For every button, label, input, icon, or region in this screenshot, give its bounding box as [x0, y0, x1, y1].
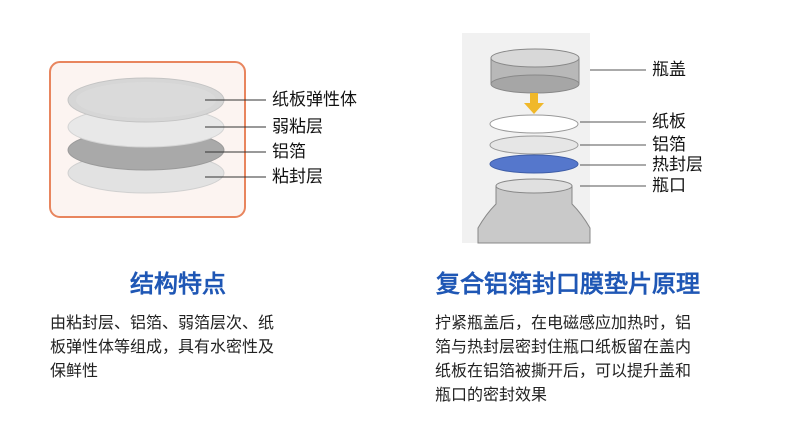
principle-title: 复合铝箔封口膜垫片原理 [436, 270, 700, 298]
structure-title: 结构特点 [130, 270, 226, 298]
label-aluminum-foil: 铝箔 [272, 142, 306, 162]
label-foil: 铝箔 [652, 135, 686, 155]
label-weak-adhesive-layer: 弱粘层 [272, 117, 323, 137]
description-line: 瓶口的密封效果 [435, 385, 548, 404]
description-line: 由粘封层、铝箔、弱箔层次、纸 [50, 313, 275, 332]
description-line: 保鲜性 [50, 361, 99, 380]
description-line: 纸板在铝箔被撕开后，可以提升盖和 [435, 361, 692, 380]
foil-disc [489, 135, 579, 155]
down-arrow-icon [524, 103, 544, 114]
description-line: 板弹性体等组成，具有水密性及 [50, 337, 275, 356]
label-heat-seal-layer: 热封层 [652, 155, 703, 175]
label-bottle-mouth: 瓶口 [652, 176, 686, 196]
heat-seal-disc [489, 154, 579, 174]
label-cap: 瓶盖 [652, 60, 686, 80]
label-cardboard: 纸板 [652, 112, 686, 132]
cap-bottom [490, 74, 580, 94]
label-seal-layer: 粘封层 [272, 167, 323, 187]
principle-description: 拧紧瓶盖后，在电磁感应加热时，铝 箔与热封层密封住瓶口纸板留在盖内 纸板在铝箔被… [435, 311, 775, 407]
description-line: 箔与热封层密封住瓶口纸板留在盖内 [435, 337, 692, 356]
bottle-neck [477, 185, 591, 244]
arrow-shaft [530, 93, 538, 103]
structure-description: 由粘封层、铝箔、弱箔层次、纸 板弹性体等组成，具有水密性及 保鲜性 [50, 311, 360, 383]
cardboard-texture [76, 82, 216, 118]
description-line: 拧紧瓶盖后，在电磁感应加热时，铝 [435, 313, 692, 332]
cardboard-disc [489, 114, 579, 134]
label-cardboard-elastomer: 纸板弹性体 [272, 90, 357, 110]
cap-top [490, 48, 580, 68]
bottle-mouth [495, 178, 573, 194]
